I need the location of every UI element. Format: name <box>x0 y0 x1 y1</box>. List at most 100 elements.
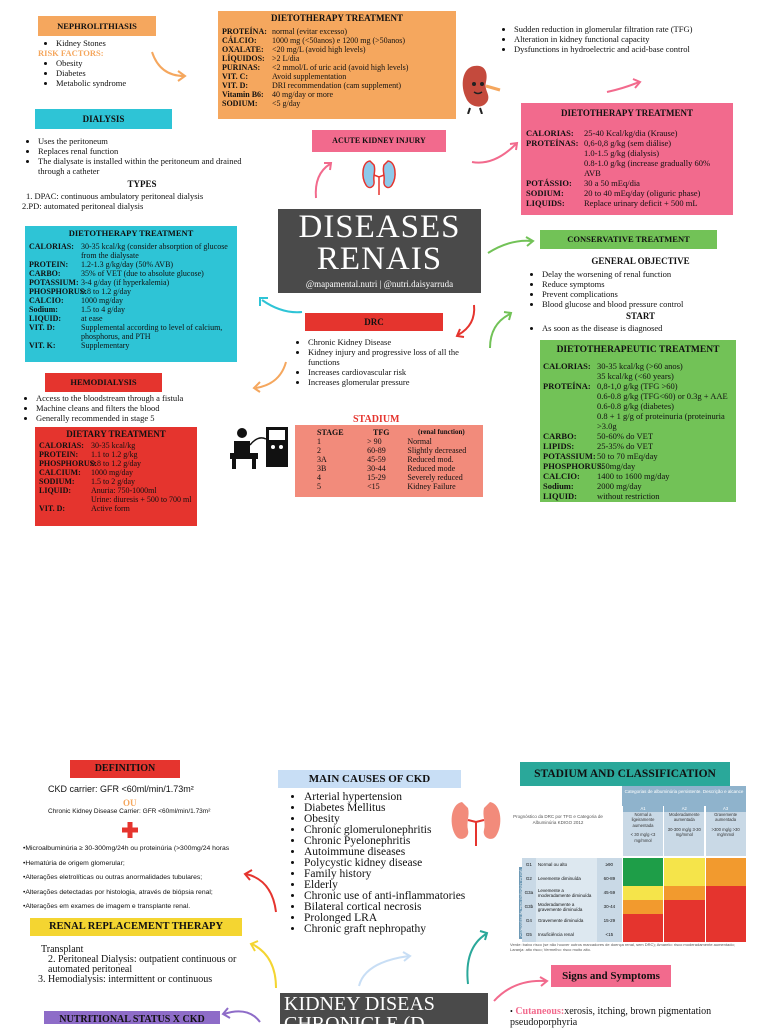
main-title-line1: DISEASES <box>298 209 461 245</box>
start-title: START <box>625 311 656 321</box>
table-row: PHOSPHORUS:0.8 to 1.2 g/day <box>39 459 193 468</box>
causes-list: Arterial hypertensionDiabetes MellitusOb… <box>290 791 490 935</box>
row-key: SODIUM: <box>526 188 564 198</box>
risk-cell <box>704 858 747 872</box>
kidneys-icon <box>451 802 501 846</box>
kdigo-table: Prognóstico da DRC por TFG e Categoria d… <box>506 786 747 956</box>
drc-title: DRC <box>364 317 384 327</box>
table-row: LIPIDS:25-35% do VET <box>543 441 733 451</box>
gfr-range: 15-29 <box>597 914 622 928</box>
list-item: Transplant <box>41 944 84 955</box>
row-value: 3-4 g/day (if hyperkalemia) <box>81 278 170 287</box>
author-handle: @mapamental.nutri | @nutri.daisyarruda <box>305 279 454 289</box>
table-row: VIT. C:Avoid supplementation <box>222 72 452 81</box>
table-cell: Normal <box>407 437 432 446</box>
list-item: •Alterações detectadas por histologia, a… <box>23 888 213 896</box>
signs-header: Signs and Symptoms <box>551 965 671 987</box>
row-key: PROTEIN: <box>39 450 79 459</box>
ckd-title-panel: KIDNEY DISEAS CHRONICLE (D <box>280 993 488 1024</box>
row-value: Supplemental according to level of calci… <box>81 323 223 341</box>
causes-title: MAIN CAUSES OF CKD <box>308 773 431 785</box>
gfr-code: G5 <box>522 928 536 942</box>
table-row: SODIUM:20 to 40 mEq/day (oliguric phase) <box>526 188 728 198</box>
table-row: CALORIAS:30-35 kcal/kg <box>39 441 193 450</box>
stadium-title: STADIUM <box>353 414 400 425</box>
gfr-code: G4 <box>522 914 536 928</box>
row-value: 1400 to 1600 mg/day <box>597 471 670 481</box>
risk-cell <box>621 872 664 886</box>
definition-line1: CKD carrier: GFR <60ml/min/1.73m² <box>48 784 194 794</box>
table-row: LÍQUIDOS:>2 L/dia <box>222 54 452 63</box>
arrow-icon <box>221 1007 261 1023</box>
table-row: Vitamin B6:40 mg/day or more <box>222 90 452 99</box>
risk-cell <box>704 914 747 928</box>
row-value: 750mg/day <box>597 461 636 471</box>
list-item: Generally recommended in stage 5 <box>36 413 242 423</box>
row-value: 1.0-1.5 g/kg (dialysis) <box>584 148 660 158</box>
row-key: CALCIO: <box>543 471 580 481</box>
list-item: Alteration in kidney functional capacity <box>514 34 730 44</box>
list-item: Replaces renal function <box>38 146 262 156</box>
risk-cell <box>663 914 705 928</box>
kdigo-footer: Verde: baixo risco (se não houver outros… <box>510 942 735 952</box>
row-value: 1000 mg/day <box>81 296 123 305</box>
table-cell: 1 <box>317 437 321 446</box>
row-key: LIQUID: <box>543 491 578 501</box>
arrow-icon <box>471 141 519 164</box>
diet-hemo-title: DIETARY TREATMENT <box>66 429 166 439</box>
row-value: 0,8-1,0 g/kg (TFG >60) <box>597 381 678 391</box>
row-key: PROTEÍNA: <box>543 381 591 391</box>
list-item: Kidney Stones <box>56 38 168 48</box>
row-value: Urine: diuresis + 500 to 700 ml <box>91 495 192 504</box>
row-key: PURINAS: <box>222 63 261 72</box>
diet-nephro-box: DIETOTHERAPY TREATMENT PROTEÍNA:normal (… <box>218 11 456 119</box>
arrow-icon <box>151 51 187 82</box>
table-cell: 2 <box>317 446 321 455</box>
table-row: PROTEÍNA:normal (evitar excesso) <box>222 27 452 36</box>
table-row: SODIUM:1.5 to 2 g/day <box>39 477 193 486</box>
table-cell: 3A <box>317 455 327 464</box>
risk-cell <box>663 900 705 914</box>
row-key: LÍQUIDOS: <box>222 54 265 63</box>
row-value: 30-35 kcal/kg (consider absorption of gl… <box>81 242 228 260</box>
table-row: PROTEIN:1.2-1.3 g/kg/day (50% AVB) <box>29 260 233 269</box>
list-item: Access to the bloodstream through a fist… <box>36 393 242 403</box>
table-cell: Reduced mod. <box>407 455 454 464</box>
row-value: 50 to 70 mEq/day <box>597 451 658 461</box>
gfr-code: G3b <box>522 900 536 914</box>
row-value: 30 a 50 mEq/dia <box>584 178 640 188</box>
row-value: 0,6-0,8 g/kg (sem diálise) <box>584 138 672 148</box>
rrt-body: Transplant 2. Peritoneal Dialysis: outpa… <box>38 945 258 985</box>
risk-cell <box>704 900 747 914</box>
gfr-desc: Insuficiência renal <box>535 928 597 942</box>
table-cell: 30-44 <box>367 464 386 473</box>
row-key: SODIUM: <box>222 99 258 108</box>
albuminuria-desc: Gravemente aumentada <box>714 811 738 823</box>
dialysis-title: DIALYSIS <box>82 114 125 124</box>
list-item: Increases glomerular pressure <box>308 377 474 387</box>
row-key <box>526 158 584 178</box>
diet-aki-rows: CALORIAS:25-40 Kcal/kg/dia (Krause)PROTE… <box>526 128 728 208</box>
list-item: Chronic graft nephropathy <box>304 923 490 935</box>
arrow-icon <box>252 361 287 393</box>
conservative-body: GENERAL OBJECTIVE Delay the worsening of… <box>528 256 753 333</box>
albuminuria-range: 30-300 mg/g 3-30 mg/mmol <box>667 826 701 838</box>
risk-cell <box>663 928 705 942</box>
row-key: POTÁSSIO: <box>526 178 572 188</box>
table-row: 0.8 + 1 g/g of proteinuria (proteinuria … <box>543 411 733 431</box>
albuminuria-code: A2 <box>664 806 705 812</box>
risk-cell <box>663 858 705 872</box>
arrow-icon <box>606 78 642 93</box>
row-value: normal (evitar excesso) <box>272 27 348 36</box>
conservative-header: CONSERVATIVE TREATMENT <box>540 230 717 249</box>
row-value: 1.5 to 2 g/day <box>91 477 135 486</box>
row-key: VIT. K: <box>29 341 56 350</box>
list-item: Increases cardiovascular risk <box>308 367 474 377</box>
risk-cell <box>704 872 747 886</box>
nephrolithiasis-header: NEPHROLITHIASIS <box>38 16 156 36</box>
table-row: VIT. D:Active form <box>39 504 193 513</box>
list-item: •Hematúria de origem glomerular; <box>23 859 125 867</box>
row-key: VIT. D: <box>29 323 56 332</box>
table-row: 35 kcal/kg (<60 years) <box>543 371 733 381</box>
